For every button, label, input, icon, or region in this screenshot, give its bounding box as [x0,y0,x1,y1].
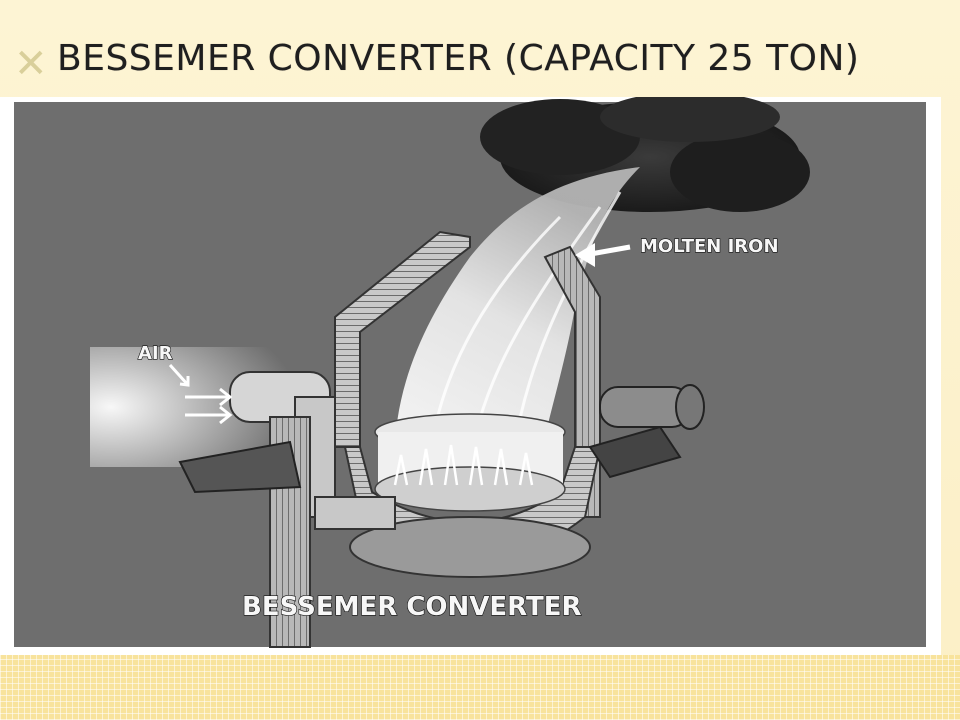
right-trunnion [588,384,705,479]
bessemer-converter-figure: AIR MOLTEN IRON BESSEMER CONVERTER [0,97,941,655]
smoke-plume [480,97,810,212]
x-mark-bullet-icon: ✕ [14,41,48,87]
converter-illustration: AIR MOLTEN IRON BESSEMER CONVERTER [14,97,926,648]
flame-column [394,167,640,482]
converter-shell [334,230,602,578]
air-flow-arrows-icon [168,363,233,425]
slide-title: BESSEMER CONVERTER (CAPACITY 25 TON) [57,38,860,79]
slide-bottom-band [0,655,960,720]
figure-caption: BESSEMER CONVERTER [242,592,582,622]
air-label: AIR [138,343,173,364]
molten-iron-arrow-icon [575,243,631,267]
molten-iron-label: MOLTEN IRON [640,236,779,257]
